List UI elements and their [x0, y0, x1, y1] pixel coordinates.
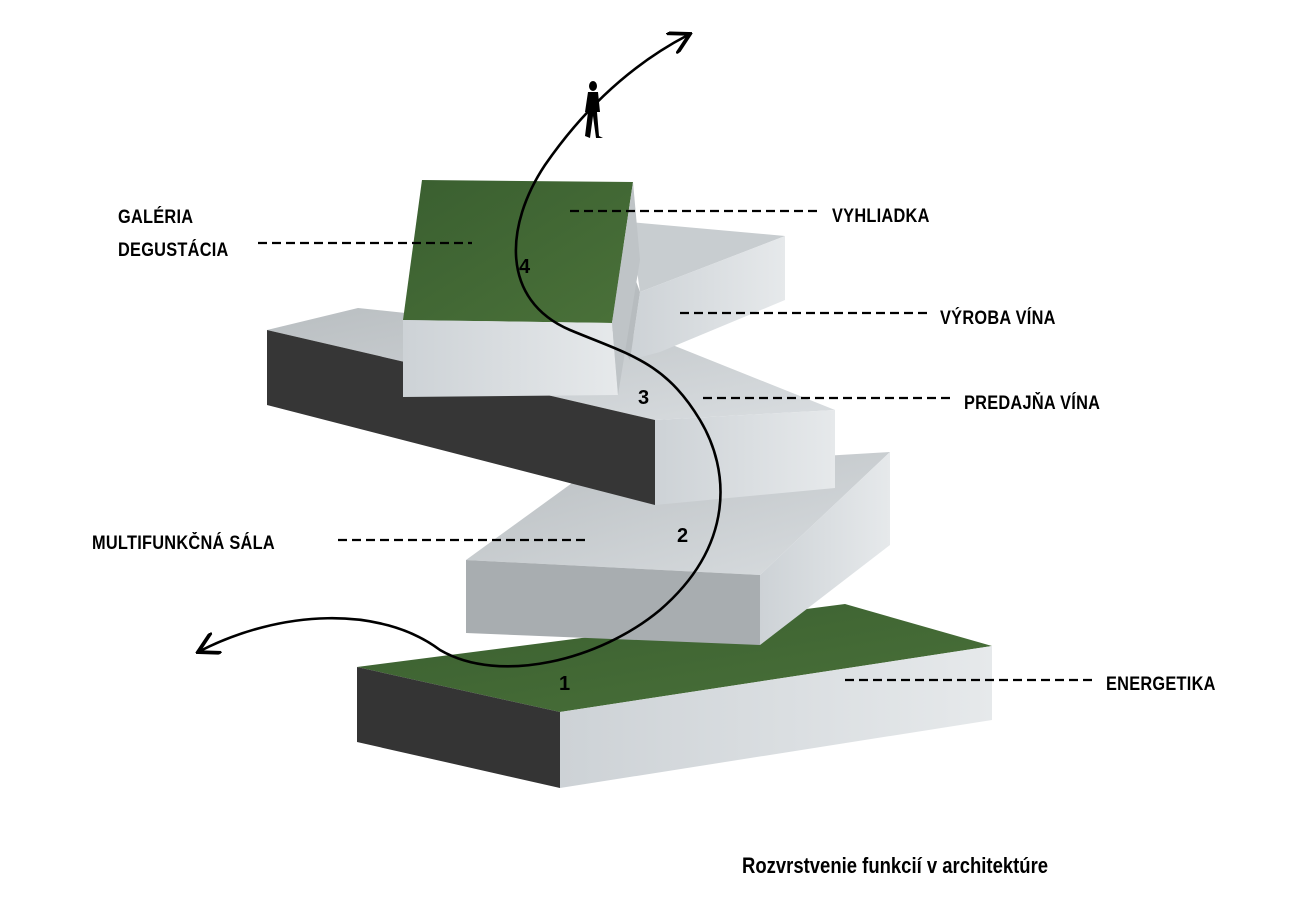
- level-1-block: [357, 604, 992, 788]
- label-energetika: ENERGETIKA: [1106, 674, 1216, 695]
- label-predajna-vina: PREDAJŇA VÍNA: [964, 393, 1101, 414]
- label-vyroba-vina: VÝROBA VÍNA: [940, 308, 1056, 329]
- level-number-2: 2: [677, 525, 689, 547]
- level-number-3: 3: [638, 387, 650, 409]
- circulation-path: [200, 35, 722, 668]
- level-1-light-wall: [560, 646, 992, 788]
- level-4-roof: [403, 180, 633, 323]
- level-1-dark-wall: [357, 667, 560, 788]
- level-1-roof: [357, 604, 992, 712]
- label-degustacia: DEGUSTÁCIA: [118, 240, 229, 261]
- level-2-side-wall: [760, 452, 890, 645]
- leader-lines: [258, 209, 1092, 682]
- level-number-1: 1: [559, 673, 571, 695]
- label-vyhliadka: VYHLIADKA: [832, 206, 930, 227]
- level-4-front-wall: [403, 320, 618, 397]
- label-multifunkcna-sala: MULTIFUNKČNÁ SÁLA: [92, 533, 275, 554]
- diagram-caption: Rozvrstvenie funkcií v architektúre: [742, 853, 1049, 878]
- level-3-light-wall: [655, 410, 835, 505]
- label-galeria: GALÉRIA: [118, 207, 194, 228]
- person-silhouette-icon: [585, 81, 603, 138]
- level-number-4: 4: [519, 256, 531, 278]
